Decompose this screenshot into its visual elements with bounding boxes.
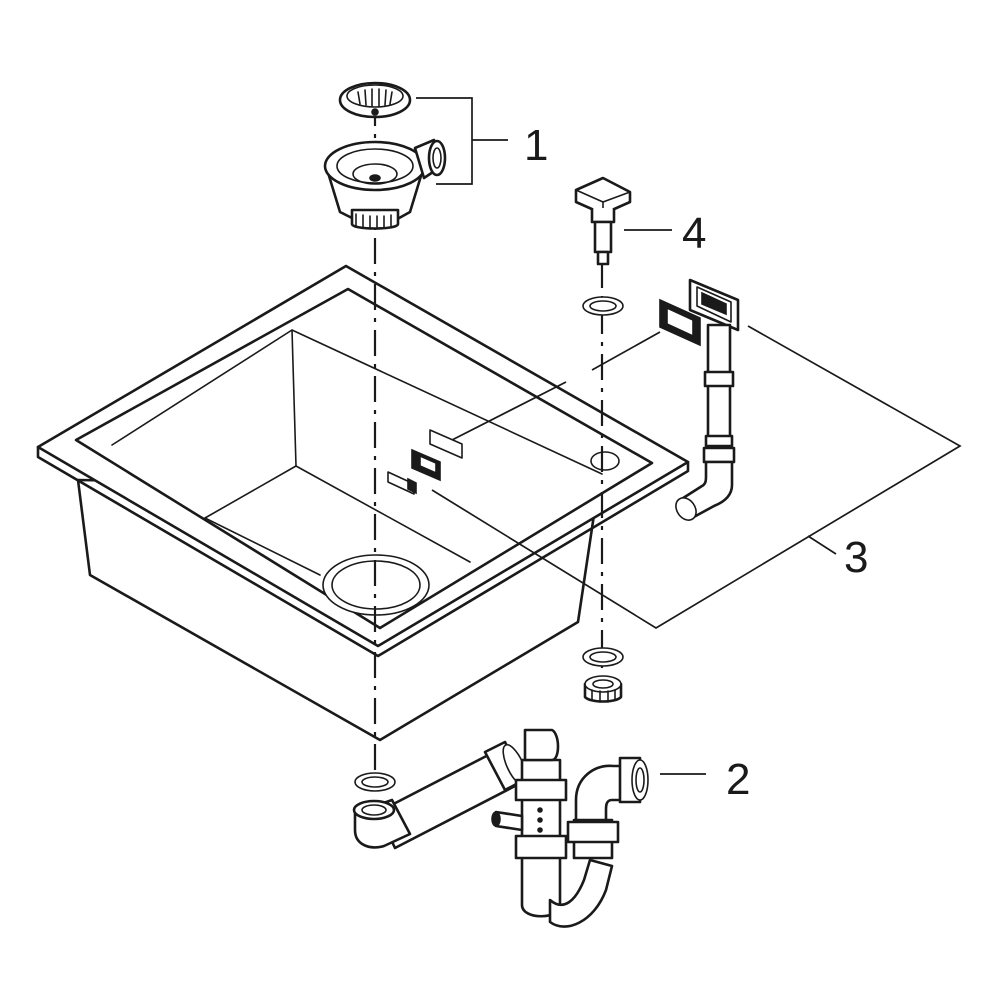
tap-hole-seal-and-nut <box>582 647 624 703</box>
callout-2: 2 <box>726 755 750 804</box>
leader-lines <box>416 97 962 775</box>
part-2-siphon-trap <box>352 728 649 928</box>
part-1-strainer-waste <box>323 81 447 230</box>
callout-1: 1 <box>524 121 548 170</box>
callout-3: 3 <box>844 533 868 582</box>
part-4-waste-plug-button <box>574 176 632 316</box>
part-3-overflow-set <box>387 278 740 521</box>
callout-labels: 1 2 3 4 <box>524 121 868 804</box>
callout-4: 4 <box>682 209 706 258</box>
sink-bowl <box>36 264 690 742</box>
